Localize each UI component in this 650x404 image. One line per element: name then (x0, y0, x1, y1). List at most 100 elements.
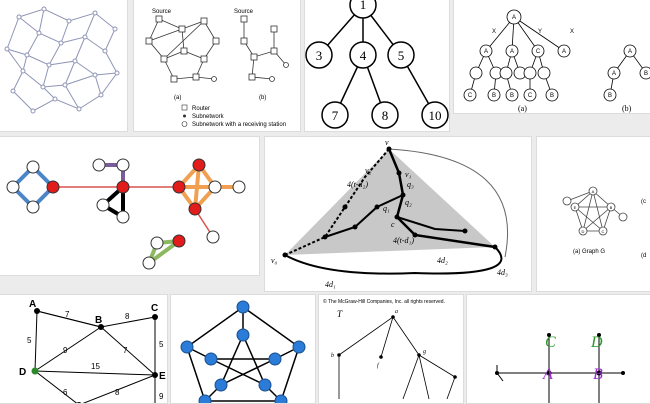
label-4d3: 4d₃ (497, 268, 508, 277)
label-4-t-d2: 4(t-d₂) (347, 180, 368, 189)
tree-label-b: b (331, 353, 334, 359)
node-5: 5 (398, 48, 405, 63)
legend-router: Router (192, 106, 210, 112)
weight-bc: 8 (125, 312, 130, 321)
network-figure: Source Source (a) (b) Router Su (145, 9, 289, 128)
image-tile-network-spanning-tree[interactable]: Source Source (a) (b) Router Su (133, 0, 301, 132)
side-label-d: (d (641, 253, 646, 259)
weight-fe: 8 (115, 388, 120, 397)
weight-be: 7 (123, 346, 128, 355)
node-root-a: A (512, 15, 516, 21)
graph-g-figure: A B C D E (a) Graph G (c (d (562, 186, 646, 259)
node-c: C (151, 303, 158, 314)
node-1: 1 (360, 0, 367, 12)
label-v0: v₀ (271, 256, 278, 265)
caption-b: (b) (259, 95, 266, 101)
weight-eg: 9 (159, 392, 164, 401)
edge-x-1: X (492, 29, 496, 35)
numbered-tree-figure: 1 3 4 5 7 8 10 (305, 0, 449, 129)
node-a-4: A (628, 49, 632, 55)
tree-label-t: T (337, 309, 343, 319)
image-tile-graph-g[interactable]: A B C D E (a) Graph G (c (d (536, 136, 650, 292)
node-b-3: B (550, 93, 554, 99)
label-q3: q₃ (407, 180, 414, 189)
label-4d1-left: 4d₁ (325, 280, 336, 289)
node-b-1: B (492, 93, 496, 99)
side-label-c: (c (641, 199, 646, 205)
node-b: B (610, 205, 613, 210)
letter-graph-figure: C D A B (495, 333, 625, 403)
label-4d2: 4d₂ (437, 256, 448, 265)
letter-c: C (545, 334, 556, 351)
letter-a: A (542, 366, 553, 383)
edge-x-2: X (570, 29, 574, 35)
node-e: E (574, 205, 577, 210)
image-tile-labelled-trees[interactable]: A A A C A C B B C B A A B B X Y X (a) (b… (453, 0, 650, 114)
node-d: D (582, 229, 585, 234)
letter-b: B (593, 366, 603, 383)
image-tile-mcgraw-hill-tree[interactable]: © The McGraw-Hill Companies, Inc. all ri… (318, 294, 464, 404)
node-a-2: A (510, 49, 514, 55)
node-a: A (592, 189, 595, 194)
letter-d: D (590, 334, 603, 351)
node-b-4: B (644, 71, 648, 77)
node-4: 4 (360, 48, 367, 63)
caption-a: (a) (518, 104, 527, 113)
legend-receiving-station: Subnetwork with a receiving station (192, 122, 286, 128)
node-b: B (95, 315, 102, 326)
label-v2: v₂ (365, 166, 372, 175)
label-4-t-d1: 4(t-d₁) (393, 236, 414, 245)
node-7: 7 (332, 108, 339, 123)
legend-subnetwork: Subnetwork (192, 114, 225, 120)
grid-graph-figure (4, 6, 120, 114)
node-c: C (602, 229, 605, 234)
node-d: D (19, 367, 26, 378)
weight-db: 9 (63, 346, 68, 355)
graph-g-caption: (a) Graph G (573, 249, 605, 255)
image-tile-petersen-graph[interactable] (170, 294, 316, 404)
image-tile-weighted-graph[interactable]: A B C D E 7 8 5 9 7 15 6 8 5 9 (0, 294, 168, 404)
node-10: 10 (429, 108, 442, 123)
image-tile-letter-graph[interactable]: C D A B (466, 294, 650, 404)
label-q1: q₁ (383, 204, 390, 213)
weight-ab: 7 (65, 310, 70, 319)
triangle-paths-figure: v v₁ v₂ q₁ q₂ q₃ c 4(t-d₂) 4(t-d₁) 4d₁ 4… (271, 138, 509, 289)
source-label-left: Source (152, 9, 172, 15)
petersen-graph-figure (180, 300, 306, 403)
weight-de: 15 (91, 362, 100, 371)
node-b-5: B (608, 93, 612, 99)
caption-b: (b) (622, 104, 632, 113)
image-tile-grid-graph[interactable] (0, 0, 128, 132)
weight-ce: 5 (159, 340, 164, 349)
tree-label-a: a (395, 309, 398, 315)
labelled-trees-figure: A A A C A C B B C B A A B B X Y X (a) (b… (463, 9, 650, 113)
node-c-3: C (528, 93, 533, 99)
node-3: 3 (316, 48, 323, 63)
weighted-graph-figure: A B C D E 7 8 5 9 7 15 6 8 5 9 (19, 299, 166, 403)
colored-graph-figure (6, 158, 246, 270)
node-a-5: A (612, 71, 616, 77)
node-8: 8 (382, 108, 389, 123)
mcgraw-hill-tree-figure: © The McGraw-Hill Companies, Inc. all ri… (323, 298, 457, 400)
label-c: c (391, 220, 395, 229)
source-label-right: Source (234, 9, 254, 15)
label-q2: q₂ (405, 198, 412, 207)
node-c-2: C (468, 93, 473, 99)
node-b-2: B (510, 93, 514, 99)
edge-y-1: Y (538, 29, 542, 35)
node-e: E (159, 371, 166, 382)
image-tile-triangle-paths[interactable]: v v₁ v₂ q₁ q₂ q₃ c 4(t-d₂) 4(t-d₁) 4d₁ 4… (264, 136, 532, 292)
caption-a: (a) (174, 95, 181, 101)
tree-label-g: g (423, 349, 426, 355)
image-tile-numbered-tree[interactable]: 1 3 4 5 7 8 10 (304, 0, 450, 132)
weight-ad: 5 (27, 336, 32, 345)
copyright-notice: © The McGraw-Hill Companies, Inc. all ri… (323, 298, 445, 305)
image-tile-colored-graph[interactable] (0, 136, 260, 276)
node-a-3: A (562, 49, 566, 55)
weight-df: 6 (63, 388, 68, 397)
tree-label-f: f (377, 362, 380, 369)
node-a: A (29, 299, 36, 310)
node-a-1: A (484, 49, 488, 55)
node-c-1: C (536, 49, 541, 55)
label-v1: v₁ (405, 170, 412, 179)
